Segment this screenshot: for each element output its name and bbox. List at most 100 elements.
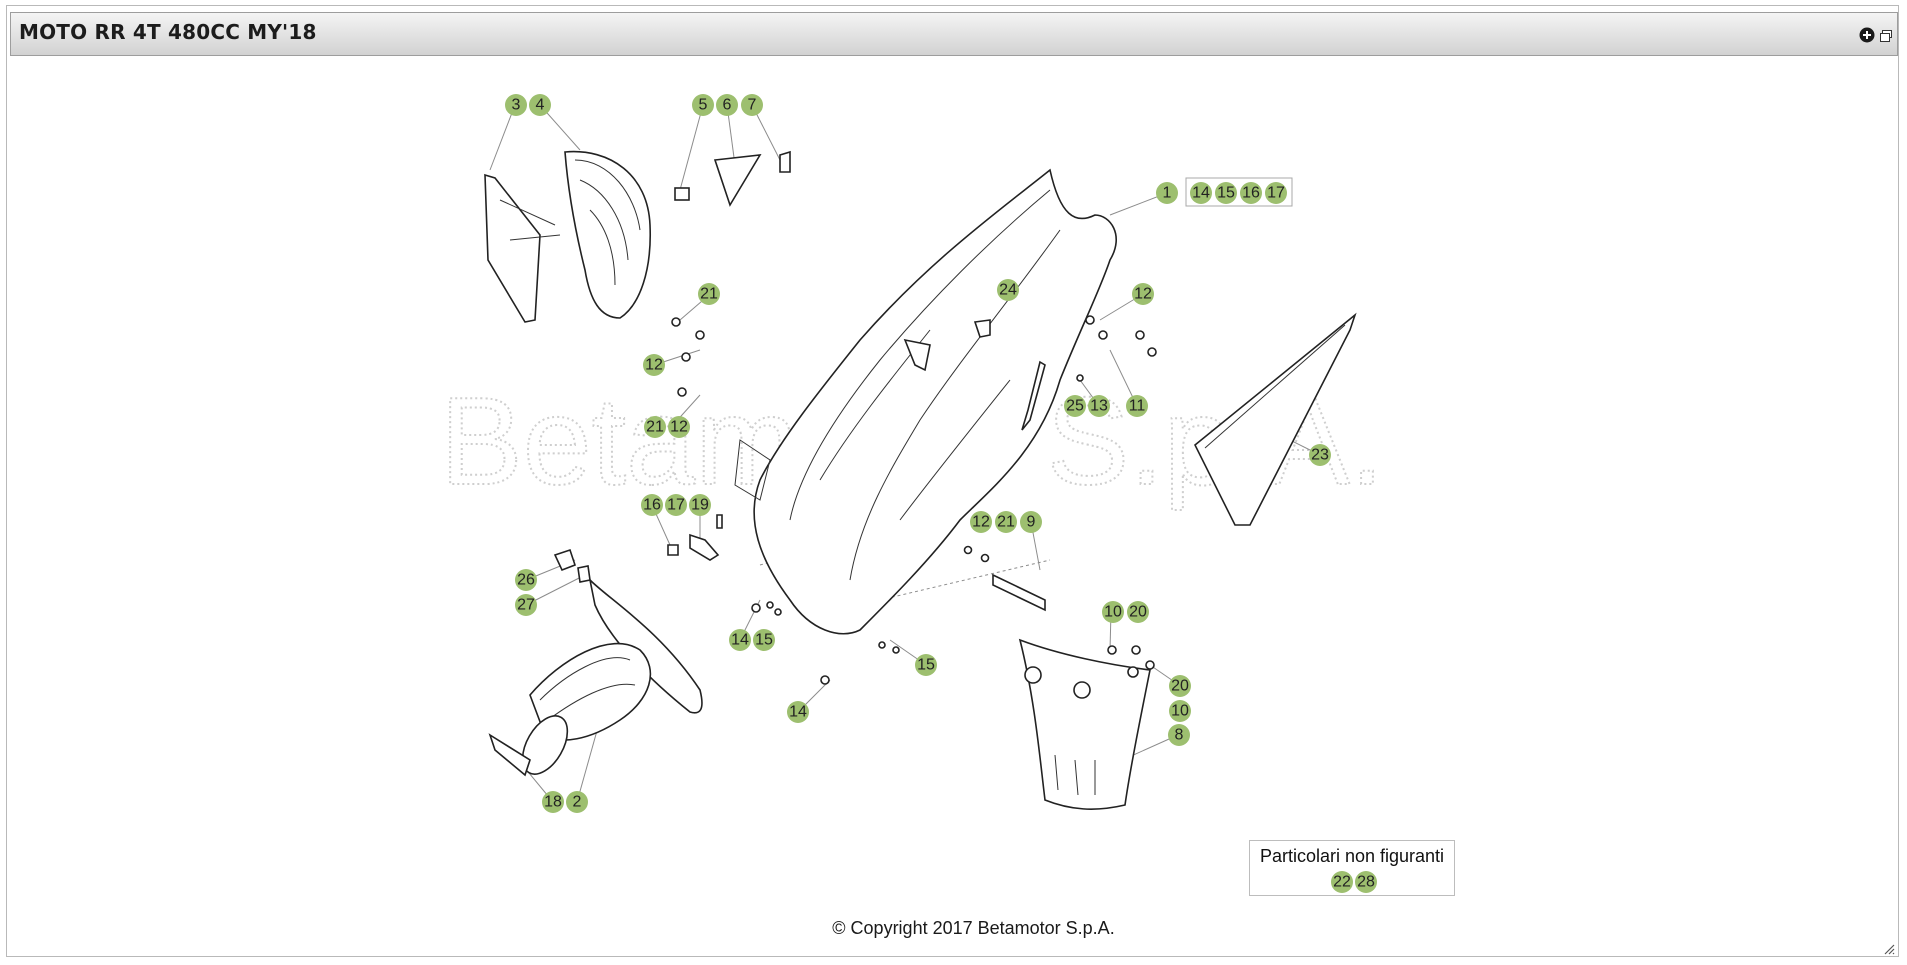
callout-16[interactable]: 16 [1240, 182, 1262, 204]
svg-text:17: 17 [1267, 185, 1285, 202]
svg-text:13: 13 [1090, 398, 1108, 415]
svg-text:16: 16 [643, 497, 661, 514]
resize-handle-icon[interactable] [1883, 943, 1895, 955]
svg-text:23: 23 [1311, 447, 1329, 464]
callout-12[interactable]: 12 [643, 354, 665, 376]
title-bar: MOTO RR 4T 480CC MY'18 [10, 12, 1898, 56]
svg-text:25: 25 [1066, 398, 1084, 415]
svg-text:24: 24 [999, 282, 1017, 299]
svg-text:3: 3 [512, 97, 521, 114]
svg-text:1: 1 [1163, 185, 1172, 202]
not-shown-parts-box: Particolari non figuranti 22 28 [1249, 840, 1455, 896]
svg-text:19: 19 [691, 497, 709, 514]
callout-17[interactable]: 17 [1265, 182, 1287, 204]
svg-text:7: 7 [748, 97, 757, 114]
svg-text:15: 15 [1217, 185, 1235, 202]
svg-text:28: 28 [1357, 874, 1375, 891]
callout-12[interactable]: 12 [1132, 283, 1154, 305]
callout-8[interactable]: 8 [1168, 724, 1190, 746]
model-title: MOTO RR 4T 480CC MY'18 [19, 20, 317, 44]
callout-20[interactable]: 20 [1127, 601, 1149, 623]
callout-16[interactable]: 16 [641, 494, 663, 516]
svg-text:12: 12 [1134, 286, 1152, 303]
svg-text:5: 5 [699, 97, 708, 114]
callout-7[interactable]: 7 [741, 94, 763, 116]
svg-text:17: 17 [667, 497, 685, 514]
callout-17[interactable]: 17 [665, 494, 687, 516]
callout-21[interactable]: 21 [644, 416, 666, 438]
callout-group-box [1185, 177, 1293, 207]
callout-10[interactable]: 10 [1102, 601, 1124, 623]
callout-4[interactable]: 4 [529, 94, 551, 116]
svg-text:21: 21 [997, 514, 1015, 531]
callout-21[interactable]: 21 [698, 283, 720, 305]
callout-25[interactable]: 25 [1064, 395, 1086, 417]
svg-text:18: 18 [544, 794, 562, 811]
svg-text:4: 4 [536, 97, 545, 114]
callout-14[interactable]: 14 [1190, 182, 1212, 204]
clip-parts [674, 150, 791, 207]
callout-9[interactable]: 9 [1020, 511, 1042, 533]
svg-text:12: 12 [670, 419, 688, 436]
not-shown-parts-callouts: 22 28 [1331, 871, 1377, 893]
callout-12[interactable]: 12 [668, 416, 690, 438]
svg-text:27: 27 [517, 597, 535, 614]
svg-text:14: 14 [1192, 185, 1210, 202]
svg-text:6: 6 [723, 97, 732, 114]
callout-15[interactable]: 15 [915, 654, 937, 676]
restore-icon[interactable] [1879, 29, 1893, 43]
side-number-plate-part [1193, 312, 1357, 526]
callouts: 1 14 15 16 17 3 4 5 6 7 21 24 12 12 21 1… [505, 94, 1331, 813]
heatshield-part [1018, 638, 1151, 810]
svg-text:16: 16 [1242, 185, 1260, 202]
svg-text:20: 20 [1129, 604, 1147, 621]
callout-1[interactable]: 1 [1156, 182, 1178, 204]
svg-text:21: 21 [646, 419, 664, 436]
callout-2[interactable]: 2 [566, 791, 588, 813]
svg-text:8: 8 [1175, 727, 1184, 744]
svg-text:20: 20 [1171, 678, 1189, 695]
callout-15[interactable]: 15 [753, 629, 775, 651]
svg-text:12: 12 [972, 514, 990, 531]
svg-text:12: 12 [645, 357, 663, 374]
callout-19[interactable]: 19 [689, 494, 711, 516]
callout-28[interactable]: 28 [1355, 871, 1377, 893]
airbox-part [488, 577, 703, 777]
rear-fender-part [484, 150, 652, 323]
svg-text:22: 22 [1333, 874, 1351, 891]
rear-subframe-part [734, 168, 1117, 635]
callout-3[interactable]: 3 [505, 94, 527, 116]
svg-text:11: 11 [1129, 398, 1146, 415]
svg-text:10: 10 [1104, 604, 1122, 621]
callout-14[interactable]: 14 [787, 701, 809, 723]
svg-text:9: 9 [1027, 514, 1036, 531]
svg-text:14: 14 [789, 704, 807, 721]
svg-text:26: 26 [517, 572, 535, 589]
callout-10[interactable]: 10 [1169, 700, 1191, 722]
callout-21[interactable]: 21 [995, 511, 1017, 533]
callout-12[interactable]: 12 [970, 511, 992, 533]
not-shown-parts-title: Particolari non figuranti [1259, 846, 1445, 866]
callout-14[interactable]: 14 [729, 629, 751, 651]
callout-22[interactable]: 22 [1331, 871, 1353, 893]
svg-text:14: 14 [731, 632, 749, 649]
svg-text:15: 15 [917, 657, 935, 674]
callout-24[interactable]: 24 [997, 279, 1019, 301]
callout-5[interactable]: 5 [692, 94, 714, 116]
callout-20[interactable]: 20 [1169, 675, 1191, 697]
expand-icon[interactable] [1859, 27, 1875, 43]
callout-15[interactable]: 15 [1215, 182, 1237, 204]
svg-text:2: 2 [573, 794, 582, 811]
svg-text:21: 21 [700, 286, 718, 303]
callout-18[interactable]: 18 [542, 791, 564, 813]
svg-text:10: 10 [1171, 703, 1189, 720]
callout-11[interactable]: 11 [1126, 395, 1148, 417]
callout-27[interactable]: 27 [515, 594, 537, 616]
callout-23[interactable]: 23 [1309, 444, 1331, 466]
copyright-text: © Copyright 2017 Betamotor S.p.A. [832, 918, 1115, 938]
fastener-parts [553, 315, 1157, 685]
callout-26[interactable]: 26 [515, 569, 537, 591]
callout-13[interactable]: 13 [1088, 395, 1110, 417]
callout-6[interactable]: 6 [716, 94, 738, 116]
